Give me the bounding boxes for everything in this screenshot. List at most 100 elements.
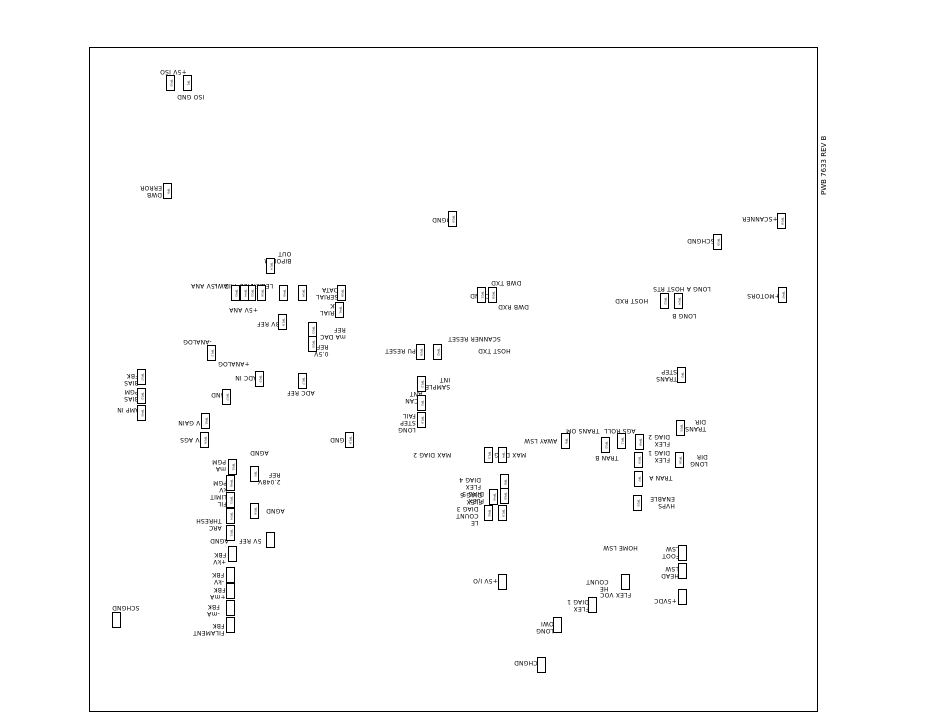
test-point-id: TP41 [338,306,342,314]
test-point: TP1 [183,75,192,91]
signal-label: TRAN B [595,454,619,461]
test-point-id: TP39 [340,289,344,297]
test-point-id: TP10 [501,509,505,517]
test-point: TP22 [660,293,669,309]
test-point: TP26 [308,336,317,352]
test-point: TP17 [298,373,307,389]
test-point-id: TP62 [487,509,491,517]
test-point-id: TP33 [250,289,254,297]
test-point [226,600,235,616]
test-point-id: TP57 [225,393,229,401]
test-point: TP21 [477,287,486,303]
signal-label: AMP IN [117,406,140,413]
test-point: TP58 [777,213,786,229]
test-point-id: TP47 [781,291,785,299]
test-point: TP12 [417,376,426,392]
signal-label: MAX DIAG 3 [488,451,527,458]
signal-label: LONG STEP FAIL [398,412,416,433]
test-point: TP13 [484,447,493,463]
test-point-id: TP21 [480,291,484,299]
test-point: TP24 [674,293,683,309]
test-point-id: TP25 [636,499,640,507]
test-point: TP29 [416,344,425,360]
signal-label: +kV FBK [213,551,227,565]
signal-label: FLEX DIAG 1 [567,598,589,612]
signal-label: DWB TXD [491,279,522,286]
test-point-id: TP52 [140,392,144,400]
test-point [266,532,275,548]
signal-label: MAX DIAG 2 [413,451,452,458]
test-point-id: TP31 [231,463,235,471]
signal-label: FOOT LSW [662,545,680,559]
test-point: TP50 [634,452,643,468]
test-point: TP51 [226,525,235,541]
signal-label: LONG A HOST RTS [653,285,711,292]
signal-label: HOST TXD [478,347,511,354]
test-point [621,574,630,590]
signal-label: V GAIN [178,419,201,426]
test-point-id: TP12 [420,380,424,388]
signal-label: TRAN A [649,474,673,481]
signal-label: -kV FBK [212,571,225,585]
test-point-id: TP54 [229,512,233,520]
signal-label: HE COUNT [586,578,609,592]
test-point-id: TP32 [604,441,608,449]
signal-label: +5V ISO [160,68,187,75]
test-point [228,546,237,562]
test-point: TP60 [500,488,509,504]
signal-label: -mA FBK [207,603,220,617]
signal-label: -ANALOG [183,338,212,345]
signal-label: AGND [250,449,269,456]
signal-label: AGND [266,507,285,514]
test-point [537,657,546,673]
test-point-id: TP45 [140,409,144,417]
signal-label: ADC IN [235,374,258,381]
test-point: TP38 [675,452,684,468]
test-point: TP5 [250,466,259,482]
test-point-id: TP30 [716,238,720,246]
signal-label: ADC REF [287,389,315,396]
signal-label: +5V I/O [473,577,498,584]
signal-label: SERIAL DATA [316,286,339,300]
test-point-id: TP28 [491,291,495,299]
test-point: TP9 [163,183,172,199]
test-point: TP53 [226,492,235,508]
test-point: TP40 [279,285,288,301]
signal-label: +SCANNER [742,215,778,222]
signal-label: SCANNER RESET [448,335,501,342]
test-point: TP43 [231,285,240,301]
test-point: TP49 [635,434,644,450]
test-point: TP55 [676,420,685,436]
test-point: TP59 [200,432,209,448]
test-point: TP47 [778,287,787,303]
signal-label: +5V ANA [229,306,258,313]
signal-label: AWL [214,282,228,289]
test-point-id: TP11 [620,437,624,445]
signal-label: HEAD LSW [661,565,679,579]
test-point [678,589,687,605]
test-point-id: TP56 [253,507,257,515]
test-point-id: TP7 [637,476,641,482]
test-point-id: TP20 [451,215,455,223]
signal-label: V AGS [180,436,200,443]
board-outline [89,47,818,712]
test-point: TP11 [617,433,626,449]
test-point-id: TP27 [258,375,262,383]
test-point-id: TP13 [487,451,491,459]
test-point [226,617,235,633]
test-point-id: TP38 [678,456,682,464]
test-point-id: TP14 [269,262,273,270]
test-point: TP44 [240,285,249,301]
test-point-id: TP8 [503,479,507,485]
test-point [226,583,235,599]
signal-label: LE COUNT DIAG 3 [456,505,479,526]
test-point [553,617,562,633]
test-point: TP35 [166,75,175,91]
test-point: TP30 [713,234,722,250]
test-point: TP31 [228,459,237,475]
test-point-id: TP51 [229,529,233,537]
test-point: TP2 [677,367,686,383]
test-point-id: TP6 [564,438,568,444]
test-point: TP28 [488,287,497,303]
test-point: TP36 [257,285,266,301]
